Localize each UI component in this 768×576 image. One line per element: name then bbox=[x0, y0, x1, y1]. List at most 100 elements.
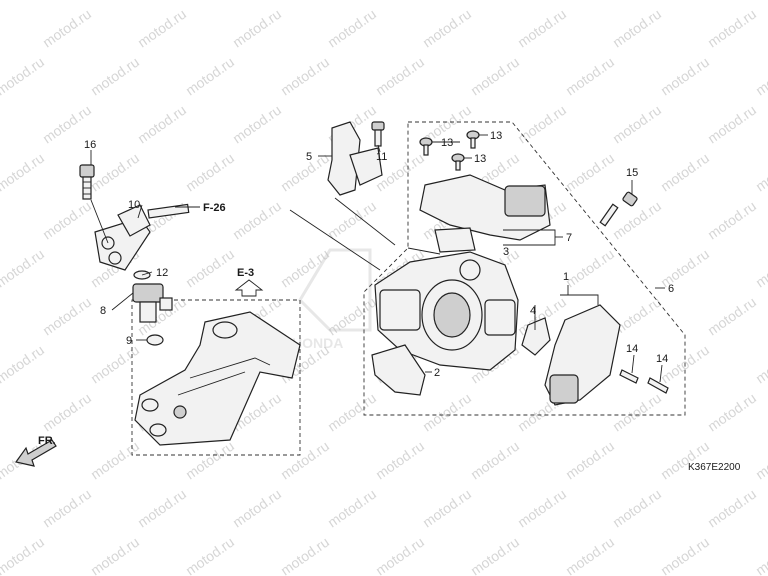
watermark-text: motod.ru bbox=[135, 102, 189, 147]
watermark-text: motod.ru bbox=[705, 6, 759, 51]
watermark-text: motod.ru bbox=[658, 438, 712, 483]
callout-5: 5 bbox=[306, 151, 312, 163]
watermark-text: motod.ru bbox=[135, 486, 189, 531]
honda-logo-text: HONDA bbox=[292, 335, 343, 351]
callout-10: 10 bbox=[128, 199, 140, 211]
honda-logo: HONDA bbox=[292, 248, 372, 351]
watermark-text: motod.ru bbox=[563, 54, 617, 99]
watermark-text: motod.ru bbox=[88, 54, 142, 99]
watermark-text: motod.ru bbox=[40, 486, 94, 531]
watermark-text: motod.ru bbox=[658, 0, 712, 2]
watermark-text: motod.ru bbox=[278, 438, 332, 483]
callout-12: 12 bbox=[156, 267, 168, 279]
leader-lines bbox=[90, 134, 665, 383]
watermark-text: motod.ru bbox=[373, 438, 427, 483]
ref-e3: E-3 bbox=[237, 267, 254, 279]
watermark-text: motod.ru bbox=[0, 0, 47, 2]
watermark-text: motod.ru bbox=[278, 534, 332, 576]
watermark-text: motod.ru bbox=[88, 0, 142, 2]
watermark-text: motod.ru bbox=[88, 438, 142, 483]
screws-13 bbox=[419, 130, 480, 171]
direction-indicator: FR. bbox=[14, 435, 57, 467]
gasket-2 bbox=[371, 344, 426, 396]
watermark-text: motod.ru bbox=[753, 0, 768, 2]
watermark-text: motod.ru bbox=[230, 198, 284, 243]
watermark-text: motod.ru bbox=[563, 0, 617, 2]
watermark-text: motod.ru bbox=[515, 486, 569, 531]
watermark-text: motod.ru bbox=[278, 0, 332, 2]
callout-1: 1 bbox=[563, 271, 569, 283]
watermark-text: motod.ru bbox=[88, 534, 142, 576]
watermark-text: motod.ru bbox=[563, 246, 617, 291]
throttle-sensor-1 bbox=[544, 304, 621, 406]
watermark-text: motod.ru bbox=[40, 198, 94, 243]
watermark-text: motod.ru bbox=[278, 54, 332, 99]
watermark-text: motod.ru bbox=[183, 0, 237, 2]
watermark-text: motod.ru bbox=[658, 534, 712, 576]
bolt-15 bbox=[79, 164, 95, 200]
callout-13-b: 13 bbox=[490, 130, 502, 142]
watermark-text: motod.ru bbox=[705, 294, 759, 339]
callout-13-c: 13 bbox=[474, 153, 486, 165]
sensor-unit-3 bbox=[419, 174, 551, 253]
watermark-text: motod.ru bbox=[658, 150, 712, 195]
watermark-text: motod.ru bbox=[610, 486, 664, 531]
callout-6: 6 bbox=[668, 283, 674, 295]
watermark-text: motod.ru bbox=[373, 534, 427, 576]
watermark-text: motod.ru bbox=[183, 438, 237, 483]
watermark-text: motod.ru bbox=[0, 54, 47, 99]
callout-11: 11 bbox=[376, 151, 387, 163]
watermark-text: motod.ru bbox=[230, 6, 284, 51]
watermark-text: motod.ru bbox=[325, 198, 379, 243]
watermark-text: motod.ru bbox=[515, 6, 569, 51]
bolt-11 bbox=[371, 121, 385, 147]
bracket-5 bbox=[327, 121, 383, 196]
callout-8: 8 bbox=[100, 305, 106, 317]
watermark-text: motod.ru bbox=[563, 534, 617, 576]
watermark-text: motod.ru bbox=[40, 390, 94, 435]
watermark-text: motod.ru bbox=[468, 438, 522, 483]
watermark-text: motod.ru bbox=[325, 6, 379, 51]
watermark-text: motod.ru bbox=[0, 534, 47, 576]
watermark-text: motod.ru bbox=[753, 246, 768, 291]
callout-7: 7 bbox=[566, 232, 572, 244]
clip-4 bbox=[521, 317, 551, 356]
callout-numbers: 16 10 12 8 9 5 11 13 13 13 3 7 1 4 6 2 1… bbox=[84, 130, 674, 379]
front-arrow-icon bbox=[14, 439, 57, 467]
watermark-text: motod.ru bbox=[0, 342, 47, 387]
watermark-text: motod.ru bbox=[278, 246, 332, 291]
watermark-text: motod.ru bbox=[88, 150, 142, 195]
callout-14-a: 14 bbox=[626, 343, 638, 355]
watermark-text: motod.ru bbox=[468, 54, 522, 99]
watermark-text: motod.ru bbox=[40, 6, 94, 51]
watermark-text: motod.ru bbox=[753, 150, 768, 195]
watermark-text: motod.ru bbox=[468, 534, 522, 576]
watermark-text: motod.ru bbox=[753, 534, 768, 576]
watermark-text: motod.ru bbox=[610, 390, 664, 435]
group-outline-e3 bbox=[131, 299, 301, 456]
diagram-code: K367E2200 bbox=[688, 462, 741, 473]
watermark-text: motod.ru bbox=[705, 390, 759, 435]
watermark-text: motod.ru bbox=[515, 102, 569, 147]
watermark-text: motod.ru bbox=[563, 438, 617, 483]
watermark-text: motod.ru bbox=[610, 6, 664, 51]
ref-e3-arrow bbox=[234, 279, 264, 297]
watermark-text: motod.ru bbox=[88, 342, 142, 387]
callout-13-a: 13 bbox=[441, 137, 453, 149]
direction-label: FR. bbox=[38, 435, 56, 447]
watermark-text: motod.ru bbox=[468, 0, 522, 2]
callout-14-b: 14 bbox=[656, 353, 668, 365]
watermark-text: motod.ru bbox=[0, 246, 47, 291]
intake-manifold bbox=[134, 311, 301, 446]
callout-4: 4 bbox=[530, 305, 536, 317]
callout-2: 2 bbox=[434, 367, 440, 379]
watermark-text: motod.ru bbox=[325, 390, 379, 435]
watermark-text: motod.ru bbox=[753, 342, 768, 387]
sensor-8 bbox=[132, 270, 173, 346]
throttle-body bbox=[374, 251, 519, 371]
watermark-text: motod.ru bbox=[563, 150, 617, 195]
watermark-text: motod.ru bbox=[183, 246, 237, 291]
bolt-16 bbox=[599, 191, 638, 227]
watermark-text: motod.ru bbox=[658, 54, 712, 99]
